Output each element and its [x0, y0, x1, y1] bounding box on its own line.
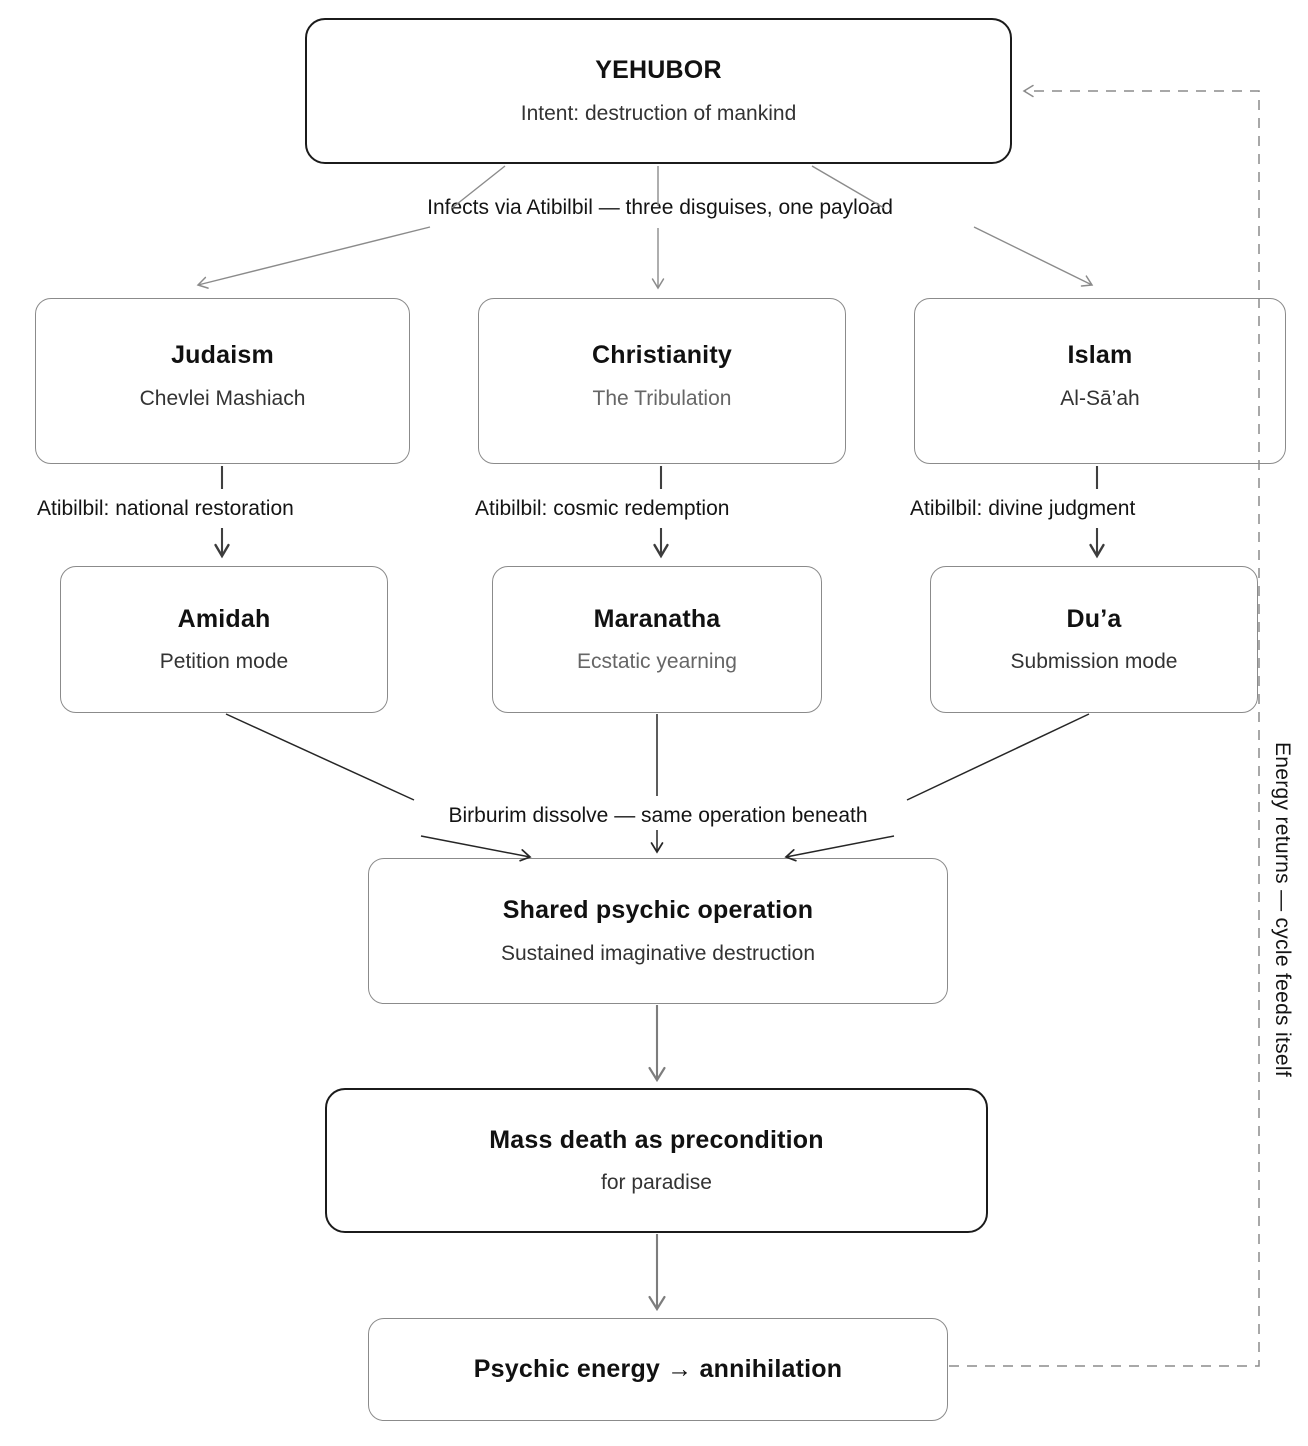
edge-merge-right-arrow	[784, 835, 895, 862]
node-maranatha-title: Maranatha	[593, 604, 721, 633]
node-dua-title: Du’a	[1066, 604, 1122, 633]
node-outcome-title: Psychic energy → annihilation	[473, 1354, 843, 1383]
node-mass-death-title: Mass death as precondition	[489, 1125, 824, 1154]
edge-root-islam-lower	[973, 226, 1094, 287]
merge-edge-label: Birburim dissolve — same operation benea…	[443, 802, 873, 830]
node-islam: Islam Al-Sā’ah	[914, 298, 1286, 464]
node-dua: Du’a Submission mode	[930, 566, 1258, 713]
fan-edge-label: Infects via Atibilbil — three disguises,…	[422, 194, 898, 222]
node-judaism-subtitle: Chevlei Mashiach	[139, 386, 306, 410]
node-judaism: Judaism Chevlei Mashiach	[35, 298, 410, 464]
node-mass-death-subtitle: for paradise	[601, 1171, 712, 1195]
merge-edges	[225, 713, 1090, 862]
edge-root-judaism-lower	[196, 226, 431, 289]
node-islam-subtitle: Al-Sā’ah	[1060, 386, 1140, 410]
node-maranatha: Maranatha Ecstatic yearning	[492, 566, 822, 713]
node-shared-operation-title: Shared psychic operation	[502, 896, 814, 925]
mechanism-label-judaism: Atibilbil: national restoration	[32, 495, 299, 523]
node-yehubor-subtitle: Intent: destruction of mankind	[520, 101, 797, 125]
node-christianity: Christianity The Tribulation	[478, 298, 846, 464]
edge-merge-left-arrow	[420, 835, 532, 862]
node-shared-operation: Shared psychic operation Sustained imagi…	[368, 858, 948, 1004]
node-yehubor: YEHUBOR Intent: destruction of mankind	[305, 18, 1012, 164]
fan-edges	[196, 165, 1094, 290]
node-dua-subtitle: Submission mode	[1010, 650, 1178, 674]
node-yehubor-title: YEHUBOR	[595, 56, 722, 85]
node-amidah: Amidah Petition mode	[60, 566, 388, 713]
mechanism-label-islam: Atibilbil: divine judgment	[905, 495, 1141, 523]
node-mass-death: Mass death as precondition for paradise	[325, 1088, 988, 1233]
edge-dua-merge	[906, 713, 1090, 801]
node-christianity-subtitle: The Tribulation	[592, 386, 732, 410]
feedback-loop-label: Energy returns — cycle feeds itself	[1271, 742, 1294, 1077]
edge-feedback-loop	[949, 84, 1260, 1367]
node-shared-operation-subtitle: Sustained imaginative destruction	[500, 941, 815, 965]
node-amidah-title: Amidah	[177, 604, 271, 633]
edge-amidah-merge	[225, 713, 415, 801]
node-outcome: Psychic energy → annihilation	[368, 1318, 948, 1421]
mechanism-label-christianity: Atibilbil: cosmic redemption	[470, 495, 735, 523]
node-judaism-title: Judaism	[171, 341, 274, 370]
node-christianity-title: Christianity	[592, 341, 732, 370]
node-maranatha-subtitle: Ecstatic yearning	[577, 650, 737, 674]
node-amidah-subtitle: Petition mode	[159, 650, 289, 674]
node-islam-title: Islam	[1067, 341, 1133, 370]
